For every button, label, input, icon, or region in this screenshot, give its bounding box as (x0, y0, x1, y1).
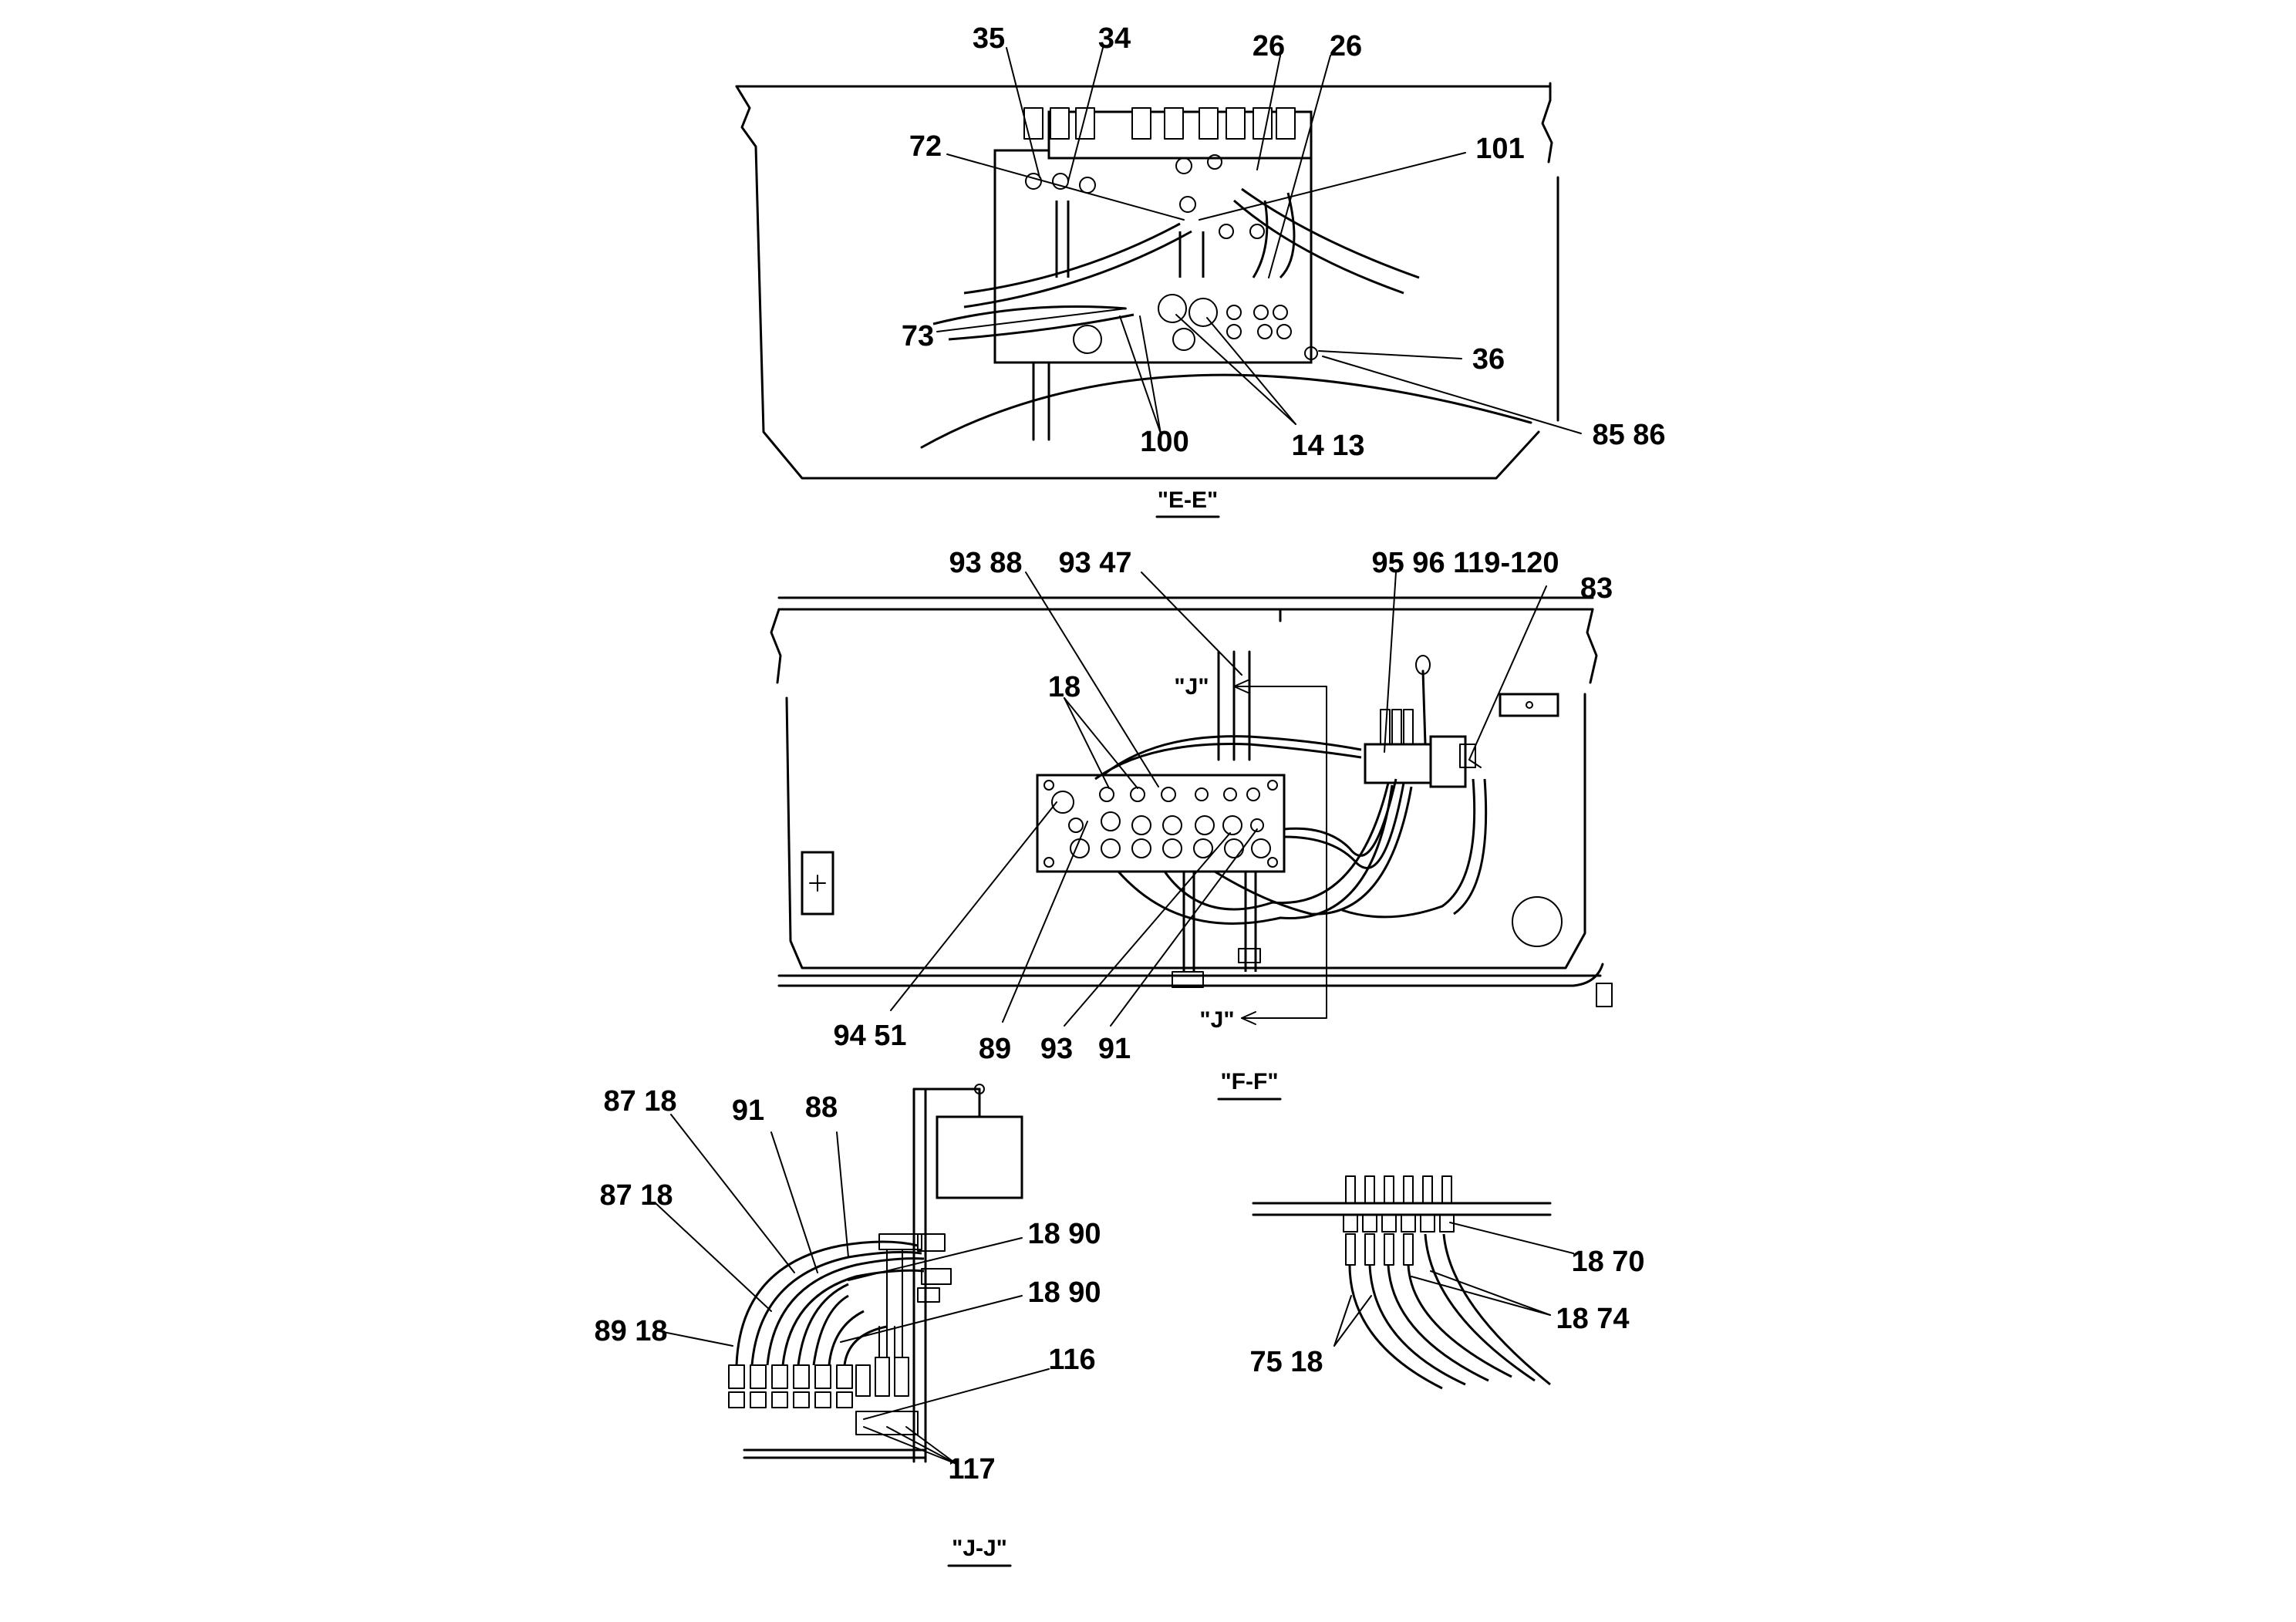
callout-93-47: 93 47 (1058, 547, 1131, 579)
view-jj-section-label: "J-J" (952, 1536, 1007, 1561)
view-jj: "J-J" 87 18 91 88 87 18 18 90 18 90 89 1… (594, 1084, 1101, 1567)
callout-14-13: 14 13 (1291, 430, 1364, 462)
callout-94-51: 94 51 (833, 1020, 906, 1052)
view-ee-section-label: "E-E" (1158, 487, 1218, 513)
view-ee: "E-E" 35 34 26 26 72 101 73 36 100 14 13… (735, 22, 1666, 518)
callout-87-18-lower: 87 18 (599, 1179, 673, 1212)
callout-88-jj: 88 (805, 1091, 838, 1124)
callout-18-70: 18 70 (1571, 1246, 1644, 1278)
callout-89-ff: 89 (979, 1033, 1011, 1065)
callout-35: 35 (973, 22, 1005, 55)
callout-26-right: 26 (1330, 30, 1362, 62)
callout-91-jj: 91 (732, 1094, 764, 1127)
section-marker-j-bottom: "J" (1199, 1007, 1234, 1033)
callout-93-ff: 93 (1040, 1033, 1073, 1065)
callout-26-left: 26 (1253, 30, 1285, 62)
callout-18-90-upper: 18 90 (1027, 1218, 1101, 1250)
callout-18-74: 18 74 (1556, 1303, 1629, 1335)
callout-85-86: 85 86 (1592, 419, 1665, 451)
view-ff: "J" "J" (770, 547, 1613, 1101)
section-marker-j-top: "J" (1174, 674, 1209, 700)
callout-116: 116 (1048, 1344, 1095, 1376)
callout-34: 34 (1098, 22, 1131, 55)
callout-95-96-119-120: 95 96 119-120 (1371, 547, 1559, 579)
callout-72: 72 (909, 130, 942, 163)
callout-18-90-lower: 18 90 (1027, 1276, 1101, 1309)
view-detail: 18 70 18 74 75 18 (1249, 1175, 1645, 1390)
callout-101: 101 (1475, 133, 1524, 165)
callout-18-ff: 18 (1048, 671, 1081, 703)
callout-89-18: 89 18 (594, 1315, 667, 1347)
callout-100: 100 (1140, 426, 1188, 458)
callout-91-ff: 91 (1098, 1033, 1131, 1065)
callout-93-88: 93 88 (949, 547, 1022, 579)
callout-87-18-upper: 87 18 (603, 1085, 676, 1118)
callout-75-18: 75 18 (1249, 1346, 1323, 1378)
callout-73: 73 (902, 320, 934, 352)
view-ff-section-label: "F-F" (1220, 1069, 1278, 1094)
callout-36: 36 (1472, 343, 1505, 376)
callout-83: 83 (1580, 572, 1613, 605)
callout-117: 117 (948, 1453, 995, 1485)
